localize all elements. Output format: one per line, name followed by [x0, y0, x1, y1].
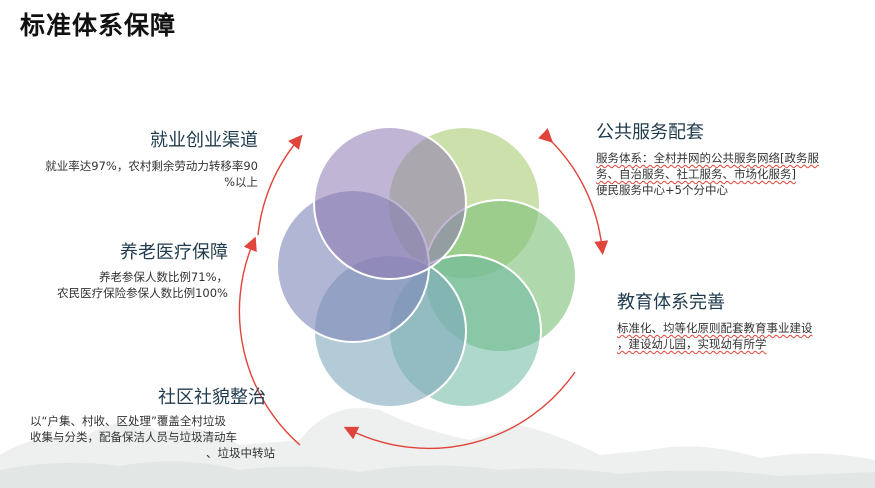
employment-block: 就业创业渠道 就业率达97%，农村剩余劳动力转移率90 %以上	[0, 126, 258, 190]
education-heading: 教育体系完善	[617, 292, 725, 313]
employment-description: 就业率达97%，农村剩余劳动力转移率90 %以上	[0, 158, 258, 190]
elderly-line: 养老参保人数比例71%，	[98, 270, 228, 284]
education-line: ，建设幼儿园，实现幼有所学	[617, 337, 767, 351]
page-title: 标准体系保障	[20, 11, 177, 40]
education-block: 教育体系完善 标准化、均等化原则配套教育事业建设 ，建设幼儿园，实现幼有所学	[617, 288, 872, 352]
public-service-description: 服务体系：全村并网的公共服务网络[政务服 务、自治服务、社工服务、市场化服务] …	[596, 150, 871, 198]
employment-heading: 就业创业渠道	[150, 130, 258, 151]
public-service-line: 便民服务中心+5个分中心	[596, 183, 728, 197]
employment-line: %以上	[224, 175, 258, 189]
arrow-arc-left-bottom	[238, 236, 301, 446]
arrow-arc-right-bottom	[343, 371, 576, 450]
employment-line: 就业率达97%，农村剩余劳动力转移率90	[45, 159, 258, 173]
education-line: 标准化、均等化原则配套教育事业建设	[617, 321, 813, 335]
community-description: 以“户集、村收、区处理”覆盖全村垃圾 收集与分类，配备保洁人员与垃圾清动车 、垃…	[30, 413, 275, 461]
public-service-line: 务、自治服务、社工服务、市场化服务]	[596, 167, 796, 181]
cycle-arrows	[238, 128, 609, 450]
community-line: 以“户集、村收、区处理”覆盖全村垃圾	[30, 414, 226, 428]
elderly-block: 养老医疗保障 养老参保人数比例71%， 农民医疗保险参保人数比例100%	[0, 238, 228, 301]
education-description: 标准化、均等化原则配套教育事业建设 ，建设幼儿园，实现幼有所学	[617, 320, 872, 352]
community-line: 收集与分类，配备保洁人员与垃圾清动车	[30, 430, 237, 444]
arrow-arc-right-top	[538, 128, 609, 255]
community-heading: 社区社貌整治	[158, 387, 266, 408]
public-service-heading: 公共服务配套	[596, 122, 704, 143]
elderly-description: 养老参保人数比例71%， 农民医疗保险参保人数比例100%	[0, 269, 228, 301]
petals	[276, 126, 577, 408]
arrow-arc-left-top	[257, 134, 303, 236]
petal-purple	[313, 126, 467, 280]
elderly-line: 农民医疗保险参保人数比例100%	[57, 286, 228, 300]
public-service-line: 服务体系：全村并网的公共服务网络[政务服	[596, 151, 819, 165]
community-block: 社区社貌整治 以“户集、村收、区处理”覆盖全村垃圾 收集与分类，配备保洁人员与垃…	[30, 383, 275, 461]
public-service-block: 公共服务配套 服务体系：全村并网的公共服务网络[政务服 务、自治服务、社工服务、…	[596, 118, 871, 198]
elderly-heading: 养老医疗保障	[120, 242, 228, 263]
community-line: 、垃圾中转站	[206, 446, 275, 460]
